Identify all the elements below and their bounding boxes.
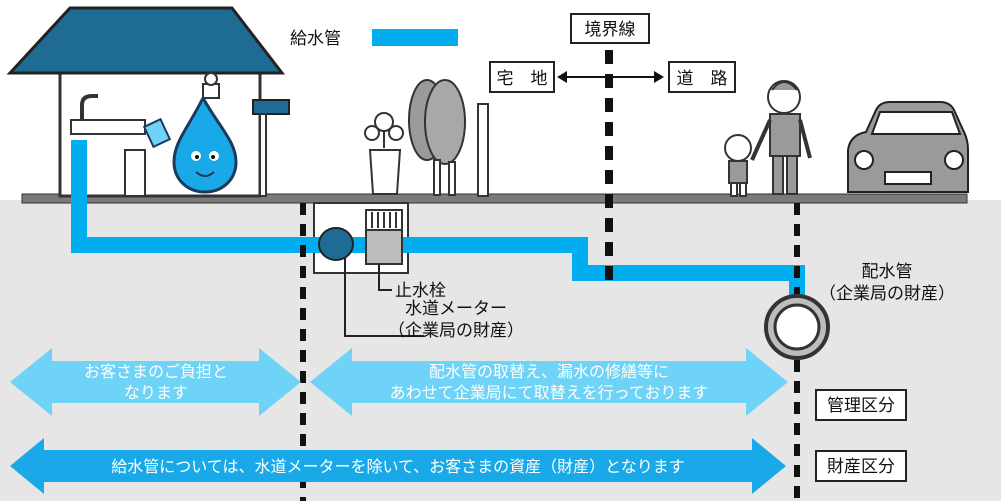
boundary-label: 境界線 xyxy=(585,20,636,40)
customer-asset-arrow xyxy=(10,438,786,494)
management-category-label: 管理区分 xyxy=(827,396,895,416)
tree-icon xyxy=(408,79,489,197)
stop-valve-leader xyxy=(378,264,392,291)
child-icon xyxy=(724,134,752,197)
legend-label: 給水管 xyxy=(290,29,341,49)
customer-burden-arrow xyxy=(10,348,301,416)
water-drop-mascot-icon xyxy=(142,94,238,194)
bureau-replacement-arrow xyxy=(310,348,788,416)
customer-burden-line2: なります xyxy=(124,383,188,402)
road-label: 道 路 xyxy=(677,69,728,89)
main-label-line1: 配水管 xyxy=(862,262,913,282)
private-land-label-box xyxy=(489,61,555,93)
stop-valve-label: 止水栓 xyxy=(395,281,446,301)
arrow-left-head xyxy=(557,71,567,83)
ground-surface-line xyxy=(21,193,968,204)
distribution-main-inner xyxy=(773,303,821,351)
water-meter-icon xyxy=(318,227,354,261)
bureau-replacement-line1: 配水管の取替え、漏水の修繕等に xyxy=(429,362,669,381)
meter-leader xyxy=(344,258,424,337)
customer-asset-text: 給水管については、水道メーターを除いて、お客さまの資産（財産）となります xyxy=(111,457,684,476)
supply-pipe xyxy=(71,140,805,310)
meter-label-line1: 水道メーター xyxy=(405,299,507,319)
meter-label-line2: （企業局の財産） xyxy=(388,321,524,341)
customer-burden-line1: お客さまのご負担と xyxy=(84,362,228,381)
property-category-box xyxy=(815,450,907,482)
house xyxy=(6,6,290,198)
adult-icon xyxy=(750,80,812,195)
stop-valve-icon xyxy=(365,229,403,265)
property-category-label: 財産区分 xyxy=(827,457,895,477)
indoor-pipe xyxy=(72,140,86,195)
road-label-box xyxy=(668,61,736,93)
faucet-icon xyxy=(202,72,220,99)
flower-pot-icon xyxy=(364,112,404,195)
boundary-label-box xyxy=(570,13,650,44)
bureau-replacement-line2: あわせて企業局にて取替えを行っております xyxy=(390,383,709,402)
private-land-label: 宅 地 xyxy=(497,69,548,89)
main-label-line2: （企業局の財産） xyxy=(819,284,955,304)
arrow-right-head xyxy=(654,71,664,83)
legend-swatch xyxy=(372,29,458,46)
car-icon xyxy=(847,101,969,193)
management-category-box xyxy=(815,389,907,421)
